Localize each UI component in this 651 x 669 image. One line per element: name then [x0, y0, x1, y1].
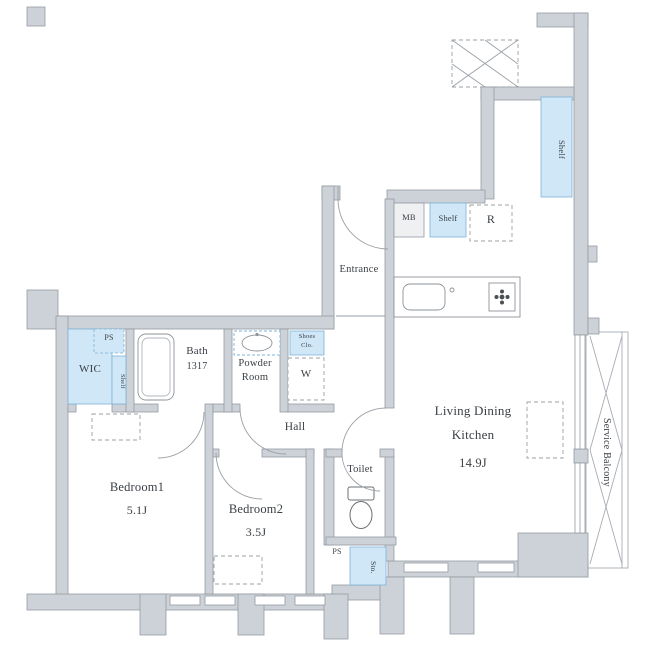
ldk-door-arc	[341, 407, 387, 453]
closet-dashed-box	[526, 401, 564, 459]
wall-segment	[55, 315, 69, 609]
bedroom2-door-arc	[215, 452, 263, 500]
ldk-label-1: Living Dining	[434, 403, 512, 418]
window	[403, 562, 449, 573]
closet-dashed-box	[91, 413, 141, 441]
toilet-door-arc	[341, 452, 381, 492]
shelf-right-label: Shelf	[557, 139, 567, 159]
wall-segment	[480, 86, 495, 200]
wall-segment	[321, 185, 335, 330]
wall-segment	[517, 532, 589, 578]
wall-segment	[379, 448, 395, 458]
wall-segment	[323, 448, 335, 546]
pillar	[323, 593, 349, 640]
washer-label: W	[300, 368, 312, 380]
window	[169, 595, 201, 606]
pipe-space-top-label: PS	[104, 333, 114, 342]
powder-door-arc	[239, 407, 287, 455]
kitchen-counter	[393, 276, 521, 318]
interior-walls	[67, 198, 397, 595]
wall-segment	[325, 536, 397, 546]
shoes-closet-box	[289, 330, 325, 356]
refrigerator-space	[469, 204, 513, 242]
bedroom2-size-label: 3.5J	[245, 525, 267, 539]
window	[477, 562, 515, 573]
pillar	[587, 245, 598, 263]
bath-label: Bath	[186, 345, 208, 357]
bedroom2-label: Bedroom2	[228, 502, 284, 516]
storage-box	[349, 546, 387, 586]
meter-box	[393, 202, 425, 238]
bedroom1-size-label: 5.1J	[126, 503, 148, 517]
pillar	[379, 576, 405, 635]
bath-size-label: 1317	[186, 361, 208, 372]
wall-segment	[285, 403, 335, 413]
wall-segment	[125, 328, 135, 413]
wall-segment	[573, 12, 589, 336]
stove-burner-icon	[494, 289, 510, 305]
wall-segment	[305, 448, 315, 595]
kitchen-sink-icon	[402, 283, 446, 311]
refrigerator-label: R	[486, 212, 496, 226]
pillar	[587, 317, 600, 335]
pipe-space-bottom-label: PS	[332, 547, 342, 556]
bathtub-icon	[137, 333, 175, 401]
powder-room-label-1: Powder	[238, 358, 272, 369]
door-arcs	[157, 187, 389, 500]
shelf-left-box	[111, 355, 127, 405]
window	[294, 595, 326, 606]
powder-room-label-2: Room	[241, 372, 269, 383]
toilet-label: Toilet	[347, 464, 373, 475]
shelf-left-label: Shelf	[119, 373, 126, 389]
bedroom1-label: Bedroom1	[109, 480, 165, 494]
wic-label: WIC	[79, 363, 101, 375]
meter-box-label: MB	[402, 212, 416, 222]
wall-segment	[204, 403, 214, 595]
shelf-right-box	[540, 96, 573, 198]
pillar	[26, 6, 46, 27]
ldk-size-label: 14.9J	[459, 456, 487, 470]
pipe-space-box	[93, 328, 125, 354]
washbasin-icon	[233, 330, 281, 356]
window	[204, 595, 236, 606]
bedroom1-door-arc	[157, 411, 205, 459]
outer-walls	[26, 6, 600, 640]
pillar	[449, 576, 475, 635]
shoes-closet-label-2: Clo.	[301, 342, 313, 349]
pillar	[139, 593, 167, 636]
wall-segment	[26, 289, 59, 330]
entrance-label: Entrance	[339, 264, 379, 275]
service-balcony-label: Service Balcony	[601, 418, 612, 487]
wall-segment	[55, 315, 335, 330]
shelf-top-box	[429, 202, 467, 238]
hall-label: Hall	[284, 421, 306, 433]
washer-space	[287, 357, 325, 401]
closet-dashed-box	[213, 555, 263, 585]
hatch-box	[451, 39, 519, 88]
wall-segment	[111, 403, 159, 413]
window-mullion	[573, 448, 589, 464]
wall-segment	[384, 198, 395, 409]
windows	[169, 334, 586, 606]
service-balcony-area	[585, 331, 629, 569]
wall-segment	[67, 403, 77, 413]
wall-segment	[279, 328, 289, 413]
pillar	[237, 593, 265, 636]
blue-fixtures	[67, 96, 573, 586]
stove-icon	[488, 282, 516, 312]
entrance-door-arc	[337, 198, 389, 250]
dashed-placements	[91, 204, 564, 585]
wall-segment	[223, 328, 233, 413]
storage-label: Sto.	[369, 560, 378, 574]
wall-segment	[386, 189, 486, 204]
toilet-icon	[347, 486, 375, 529]
shelf-top-label: Shelf	[438, 213, 458, 223]
window	[254, 595, 286, 606]
shoes-closet-label-1: Shoes	[298, 333, 316, 340]
wall-segment	[325, 448, 343, 458]
ldk-label-2: Kitchen	[451, 427, 495, 442]
